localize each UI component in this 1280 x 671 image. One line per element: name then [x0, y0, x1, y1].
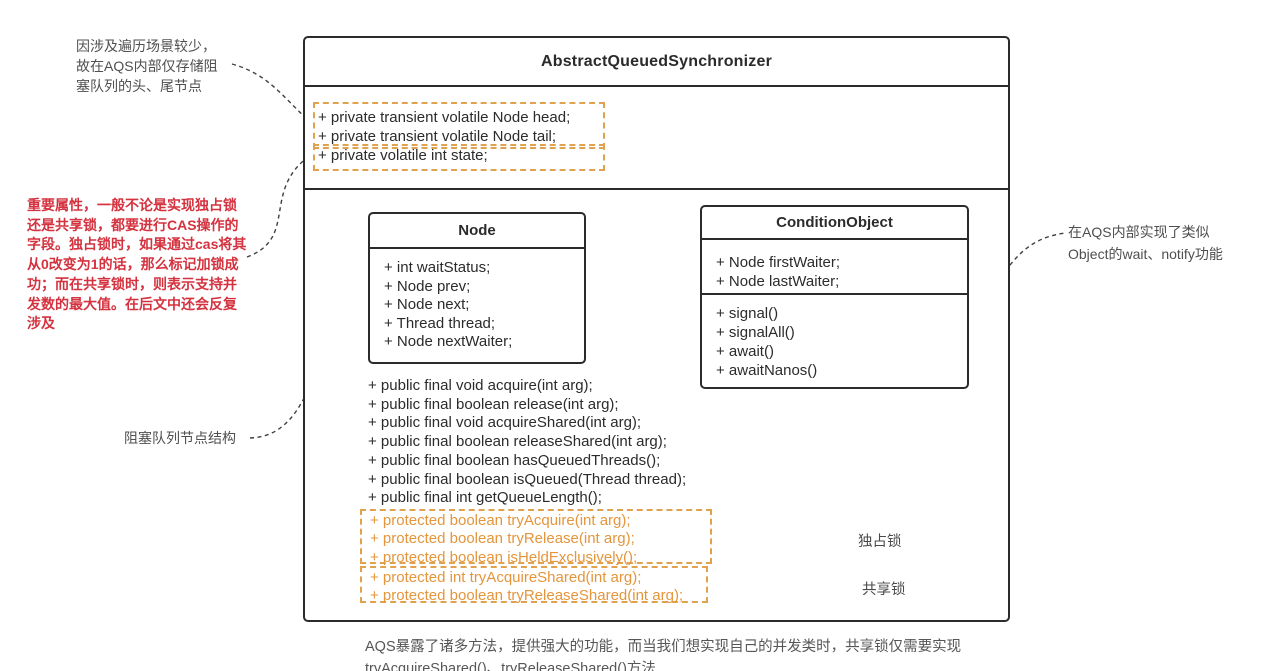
head-tail-highlight-box: [313, 102, 605, 149]
shared-method: + protected boolean tryReleaseShared(int…: [370, 587, 684, 605]
state-highlight-box: [313, 144, 605, 171]
condition-method: + awaitNanos(): [716, 362, 818, 379]
aqs-field-head: + private transient volatile Node head;: [318, 109, 571, 126]
condition-field: + Node lastWaiter;: [716, 273, 840, 290]
aqs-method: + public final boolean release(int arg);: [368, 395, 619, 413]
bottom-caption: AQS暴露了诸多方法，提供强大的功能，而当我们想实现自己的并发类时，共享锁仅需要…: [365, 639, 962, 671]
condition-method: + signal(): [716, 305, 779, 322]
exclusive-methods-box: + protected boolean tryAcquire(int arg);…: [360, 509, 712, 566]
shared-methods-box: + protected int tryAcquireShared(int arg…: [360, 566, 708, 605]
exclusive-method: + protected boolean tryRelease(int arg);: [370, 530, 635, 548]
condition-method: + await(): [716, 343, 774, 360]
node-field: + Node prev;: [384, 277, 471, 295]
aqs-class-title: AbstractQueuedSynchronizer: [305, 38, 1008, 87]
shared-method: + protected int tryAcquireShared(int arg…: [370, 569, 642, 586]
condition-class-box: ConditionObject + Node firstWaiter; + No…: [700, 205, 969, 389]
aqs-method: + public final void acquire(int arg);: [368, 377, 593, 394]
aqs-method: + public final boolean releaseShared(int…: [368, 433, 667, 451]
aqs-field-state: + private volatile int state;: [318, 147, 488, 164]
condition-class-title: ConditionObject: [702, 207, 967, 240]
aqs-method: + public final boolean hasQueuedThreads(…: [368, 451, 661, 469]
exclusive-method: + protected boolean tryAcquire(int arg);: [370, 512, 631, 529]
aqs-method: + public final int getQueueLength();: [368, 489, 602, 507]
condition-class-fields: + Node firstWaiter; + Node lastWaiter;: [702, 240, 967, 295]
aqs-method: + public final void acquireShared(int ar…: [368, 414, 642, 432]
state-annotation: 重要属性，一般不论是实现独占锁 还是共享锁，都要进行CAS操作的 字段。独占锁时…: [27, 197, 247, 332]
node-field: + int waitStatus;: [384, 259, 491, 276]
aqs-field-tail: + private transient volatile Node tail;: [318, 128, 557, 145]
node-class-title: Node: [370, 214, 584, 249]
node-class-box: Node + int waitStatus; + Node prev; + No…: [368, 212, 586, 364]
condition-field: + Node firstWaiter;: [716, 254, 841, 271]
node-structure-annotation: 阻塞队列节点结构: [124, 430, 236, 446]
condition-annotation: 在AQS内部实现了类似 Object的wait、notify功能: [1068, 224, 1223, 262]
condition-method: + signalAll(): [716, 324, 795, 341]
condition-class-methods: + signal() + signalAll() + await() + awa…: [702, 295, 967, 380]
aqs-fields-section: + private transient volatile Node head; …: [305, 87, 1008, 190]
node-field: + Node next;: [384, 296, 470, 314]
shared-lock-label: 共享锁: [862, 582, 906, 598]
exclusive-method: + protected boolean isHeldExclusively();: [370, 548, 638, 566]
node-class-fields: + int waitStatus; + Node prev; + Node ne…: [370, 249, 584, 352]
exclusive-lock-label: 独占锁: [858, 534, 902, 550]
node-field: + Node nextWaiter;: [384, 333, 513, 351]
aqs-method: + public final boolean isQueued(Thread t…: [368, 470, 687, 488]
aqs-public-methods: + public final void acquire(int arg); + …: [368, 377, 686, 508]
node-field: + Thread thread;: [384, 314, 496, 332]
head-tail-annotation: 因涉及遍历场景较少， 故在AQS内部仅存储阻 塞队列的头、尾节点: [76, 38, 218, 94]
